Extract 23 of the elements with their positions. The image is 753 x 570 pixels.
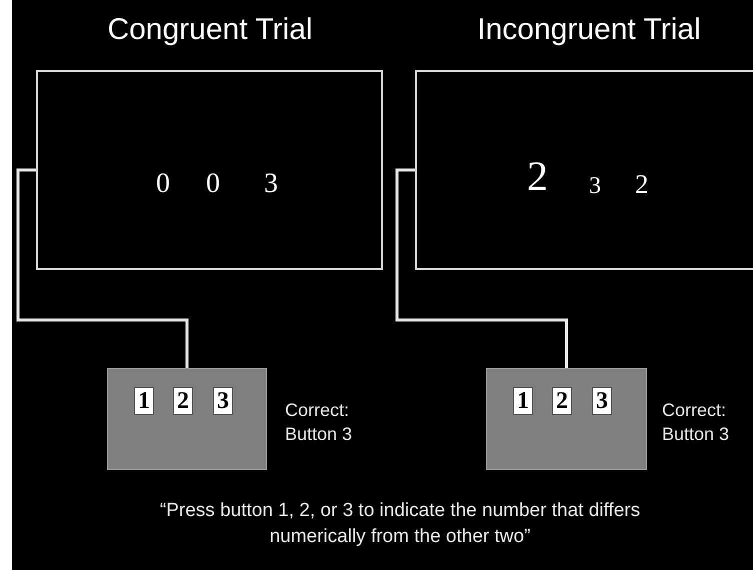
response-pad <box>107 368 267 470</box>
button-key: 2 <box>552 387 572 415</box>
connector-line <box>396 168 568 368</box>
connector-line <box>16 168 188 368</box>
stimulus-digit: 0 <box>206 170 220 198</box>
button-key: 3 <box>592 387 612 415</box>
stimulus-digit: 2 <box>635 171 648 198</box>
response-pad <box>486 368 647 470</box>
stimulus-digit: 3 <box>264 170 278 198</box>
button-key: 1 <box>134 387 154 415</box>
stimulus-digit: 3 <box>589 174 601 198</box>
trial-heading: Incongruent Trial <box>476 12 702 48</box>
correct-answer-note: Correct: Button 3 <box>285 399 354 446</box>
instruction-text: “Press button 1, 2, or 3 to indicate the number that differs numerically from the other two” <box>158 499 642 549</box>
button-key: 3 <box>213 387 233 415</box>
correct-answer-note: Correct: Button 3 <box>662 399 730 446</box>
stimulus-screen <box>415 70 753 270</box>
button-key: 2 <box>173 387 193 415</box>
trial-heading: Congruent Trial <box>106 12 314 48</box>
button-key: 1 <box>513 387 533 415</box>
stimulus-digit: 2 <box>527 156 548 198</box>
stimulus-digit: 0 <box>156 170 170 198</box>
stimulus-screen <box>36 70 383 270</box>
